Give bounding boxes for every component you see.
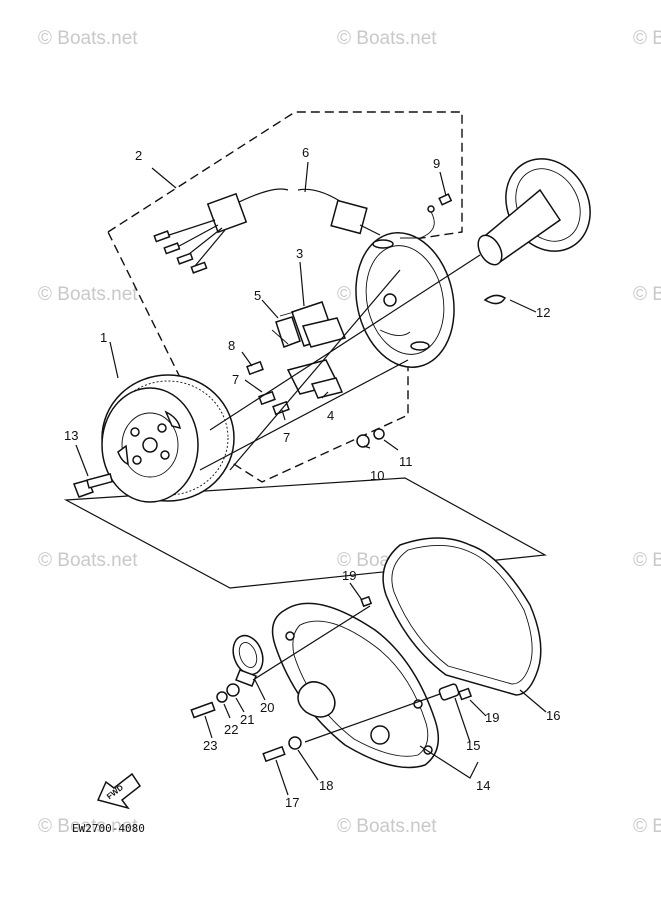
callout-9: 9 — [433, 156, 440, 171]
flywheel-rotor — [101, 374, 235, 503]
generator-cover — [271, 602, 440, 769]
watermark: © Boats.net — [38, 550, 138, 571]
drawing-code: EW2700-4080 — [72, 822, 145, 835]
callout-20: 20 — [260, 700, 274, 715]
callout-3: 3 — [296, 246, 303, 261]
callout-labels: 2 6 9 3 5 8 7 7 4 1 13 12 10 11 19 16 19… — [64, 145, 560, 810]
callout-18: 18 — [319, 778, 333, 793]
callout-15: 15 — [466, 738, 480, 753]
callout-17: 17 — [285, 795, 299, 810]
callout-5: 5 — [254, 288, 261, 303]
washers-10-11 — [356, 428, 385, 448]
callout-19-lower: 19 — [485, 710, 499, 725]
callout-21: 21 — [240, 712, 254, 727]
crankshaft-coupling — [477, 158, 591, 305]
watermark: © Boats.net — [633, 816, 661, 837]
callout-7-lower: 7 — [283, 430, 290, 445]
watermark: © Boats.net — [337, 28, 437, 49]
callout-13: 13 — [64, 428, 78, 443]
callout-10: 10 — [370, 468, 384, 483]
callout-2: 2 — [135, 148, 142, 163]
watermark: © Boats.net — [337, 816, 437, 837]
callout-23: 23 — [203, 738, 217, 753]
watermark: © Boats.net — [38, 284, 138, 305]
callout-4: 4 — [327, 408, 334, 423]
callout-1: 1 — [100, 330, 107, 345]
cable-clamp — [232, 634, 264, 687]
wire-harness — [153, 188, 381, 274]
watermark: © Boats.net — [633, 550, 661, 571]
callout-22: 22 — [224, 722, 238, 737]
callout-16: 16 — [546, 708, 560, 723]
fwd-arrow-icon: FWD — [96, 772, 142, 810]
flywheel-bolt — [73, 473, 114, 498]
stator-coils — [271, 301, 347, 399]
callout-14: 14 — [476, 778, 490, 793]
stator-base — [355, 205, 455, 369]
watermark: © Boats.net — [633, 28, 661, 49]
leader-lines — [75, 161, 547, 796]
callout-11: 11 — [399, 454, 413, 469]
callout-6: 6 — [302, 145, 309, 160]
callout-19-upper: 19 — [342, 568, 356, 583]
callout-12: 12 — [536, 305, 550, 320]
watermark: © Boats.net — [38, 816, 138, 837]
cover-fasteners — [190, 595, 473, 763]
callout-8: 8 — [228, 338, 235, 353]
watermark: © Boats.net — [633, 284, 661, 305]
callout-7-upper: 7 — [232, 372, 239, 387]
watermark: © Boats.net — [38, 28, 138, 49]
cover-gasket — [382, 537, 542, 696]
cover-group-outline — [63, 477, 547, 589]
